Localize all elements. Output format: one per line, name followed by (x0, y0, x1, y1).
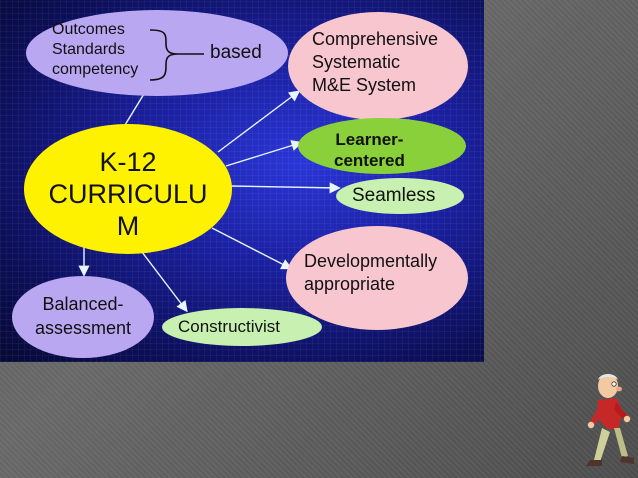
seamless-label: Seamless (352, 185, 436, 206)
constructivist-bubble: Constructivist (162, 308, 322, 346)
standards-label: Standards (52, 41, 125, 58)
connector-arrows (78, 81, 341, 313)
arrow-to-developmentally (211, 227, 293, 270)
seamless-bubble: Seamless (336, 178, 464, 214)
centered-label: centered (334, 151, 405, 170)
arrow-to-learner-centered (225, 140, 303, 167)
balanced-label: Balanced- (42, 294, 124, 314)
comprehensive-bubble: Comprehensive Systematic M&E System (288, 12, 468, 120)
competency-label: competency (52, 61, 139, 78)
k12-label: K-12 (99, 147, 157, 177)
assessment-label: assessment (34, 318, 132, 338)
systematic-label: Systematic (312, 52, 401, 72)
learner-label: Learner- (335, 130, 404, 149)
me-system-label: M&E System (312, 75, 417, 95)
k12-curriculum-bubble: K-12 CURRICULU M (24, 124, 232, 254)
constructivist-label: Constructivist (178, 317, 281, 336)
m-label: M (116, 211, 140, 241)
based-label: based (210, 42, 262, 63)
curriculu-label: CURRICULU (48, 179, 208, 209)
developmentally-bubble: Developmentally appropriate (286, 226, 468, 330)
developmentally-label: Developmentally (304, 251, 438, 271)
arrow-to-comprehensive (217, 90, 301, 153)
comprehensive-label: Comprehensive (312, 29, 439, 49)
appropriate-label: appropriate (304, 274, 396, 294)
balanced-assessment-bubble: Balanced- assessment (12, 276, 154, 358)
diagram-slide: Outcomes Standards competency based Comp… (0, 0, 484, 362)
walking-man-clipart (586, 374, 634, 466)
learner-centered-bubble: Learner- centered (298, 118, 466, 174)
outcomes-standards-bubble: Outcomes Standards competency based (26, 10, 288, 96)
arrow-to-seamless (229, 182, 341, 194)
outcomes-label: Outcomes (52, 21, 125, 38)
arrow-to-constructivist (141, 251, 188, 313)
grouping-brace (149, 29, 204, 81)
